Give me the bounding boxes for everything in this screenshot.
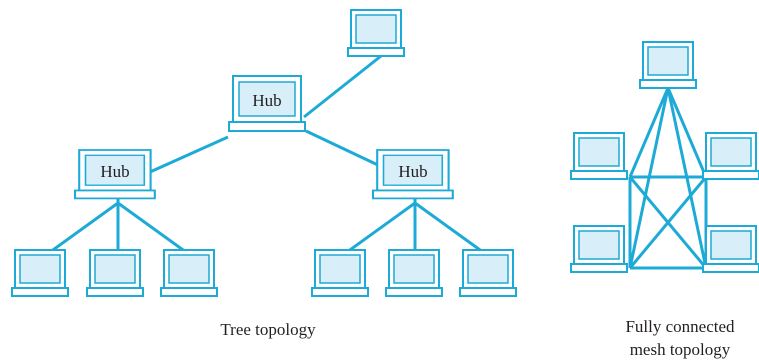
link-right-hub-to-leaf-1 [342,201,416,257]
link-root-to-left-hub [149,135,229,174]
mesh-computer-right-upper-icon [702,132,759,180]
link-root-to-top-node [303,54,382,119]
link-left-hub-to-leaf-3 [117,201,191,257]
computer-leaf-3-icon [160,249,218,297]
computer-leaf-2-icon [86,249,144,297]
hub-left: Hub [73,148,156,200]
computer-leaf-6-icon [459,249,517,297]
hub-root: Hub [228,75,306,132]
computer-leaf-1-icon [11,249,69,297]
hub-right-label: Hub [398,162,427,181]
mesh-link-diagonal-2 [628,176,708,269]
mesh-computer-left-lower-icon [570,225,628,273]
computer-leaf-5-icon [385,249,443,297]
mesh-link-top-left-upper [628,87,670,178]
tree-topology-caption: Tree topology [220,320,316,339]
hub-right: Hub [371,148,454,200]
tree-topology: Hub Hub Hub Tree topology [11,9,517,339]
mesh-computer-right-lower-icon [702,225,759,273]
mesh-topology: Fully connected mesh topology [570,41,759,359]
mesh-links [628,87,708,270]
mesh-topology-caption-line2: mesh topology [630,340,731,359]
mesh-computer-left-upper-icon [570,132,628,180]
link-root-to-right-hub [305,129,381,168]
computer-leaf-4-icon [311,249,369,297]
link-left-hub-to-leaf-1 [45,201,119,257]
computer-top-icon [347,9,405,57]
link-right-hub-to-leaf-3 [414,201,488,257]
tree-links [45,54,488,257]
mesh-topology-caption-line1: Fully connected [625,317,735,336]
hub-left-label: Hub [100,162,129,181]
mesh-link-top-right-upper [666,87,708,178]
hub-root-label: Hub [252,91,281,110]
mesh-computer-top-icon [639,41,697,89]
